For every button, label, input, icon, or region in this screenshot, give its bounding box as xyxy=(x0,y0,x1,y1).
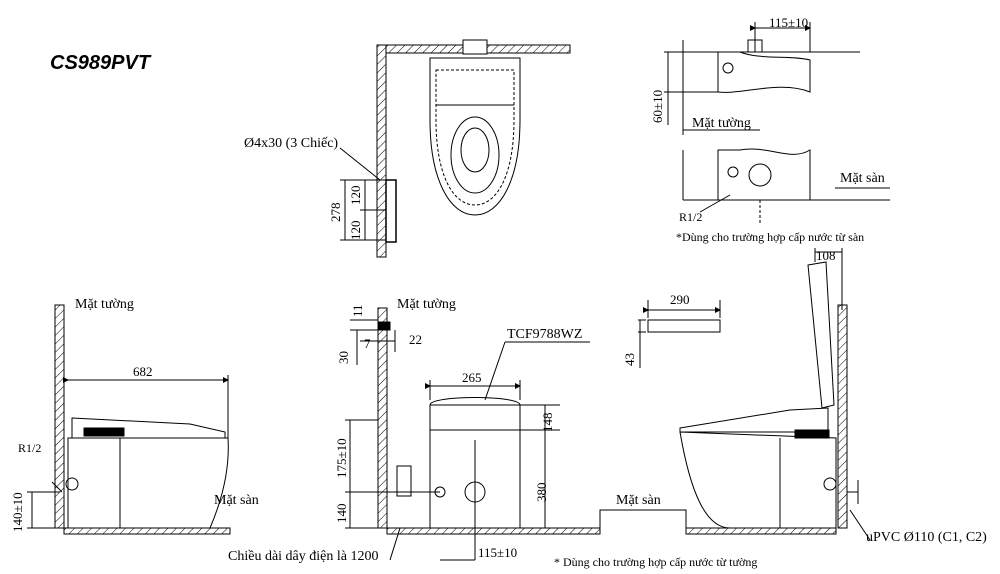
dim-60: 60±10 xyxy=(650,90,665,123)
dim-140: 140 xyxy=(334,504,349,524)
dim-682: 682 xyxy=(133,364,153,379)
wall-label-left: Mặt tường xyxy=(75,297,134,312)
wall-label-top-right: Mặt tường xyxy=(692,116,751,131)
dim-115-bottom: 115±10 xyxy=(478,545,517,560)
dim-380: 380 xyxy=(534,483,549,503)
dim-7: 7 xyxy=(364,336,371,351)
right-side-view xyxy=(679,248,871,541)
cable-length-label: Chiều dài dây điện là 1200 xyxy=(228,549,378,564)
r12-label-left: R1/2 xyxy=(18,441,41,455)
screw-label: Ø4x30 (3 Chiếc) xyxy=(244,136,338,151)
dim-140-10: 140±10 xyxy=(10,492,25,532)
wall-label-front: Mặt tường xyxy=(397,297,456,312)
dim-120-lower: 120 xyxy=(348,221,363,241)
dim-30: 30 xyxy=(336,351,351,364)
floor-label-top-right: Mặt sàn xyxy=(840,171,885,186)
note-floor-supply: *Dùng cho trường hợp cấp nước từ sàn xyxy=(676,230,864,244)
dim-175-10: 175±10 xyxy=(334,438,349,478)
dim-265: 265 xyxy=(462,370,482,385)
upvc-label: uPVC Ø110 (C1, C2) xyxy=(866,530,987,545)
model-title: CS989PVT xyxy=(50,52,151,74)
note-wall-supply: * Dùng cho trường hợp cấp nước từ tường xyxy=(554,555,757,569)
dim-148: 148 xyxy=(540,413,555,433)
floor-label-left: Mặt sàn xyxy=(214,493,259,508)
dim-115-top: 115±10 xyxy=(769,15,808,30)
dim-22: 22 xyxy=(409,332,422,347)
front-view xyxy=(345,307,837,561)
floor-label-front: Mặt sàn xyxy=(616,493,661,508)
top-plan-view xyxy=(339,39,571,258)
cover-model-label: TCF9788WZ xyxy=(507,327,582,342)
dim-278: 278 xyxy=(328,203,343,223)
valve-detail xyxy=(664,22,890,225)
left-side-view xyxy=(27,304,231,535)
dim-108: 108 xyxy=(816,248,836,263)
r12-label-top-right: R1/2 xyxy=(679,210,702,224)
dim-43: 43 xyxy=(622,353,637,366)
dim-290: 290 xyxy=(670,292,690,307)
remote-detail xyxy=(638,300,721,368)
dim-120-upper: 120 xyxy=(348,186,363,206)
dim-11: 11 xyxy=(350,304,365,317)
